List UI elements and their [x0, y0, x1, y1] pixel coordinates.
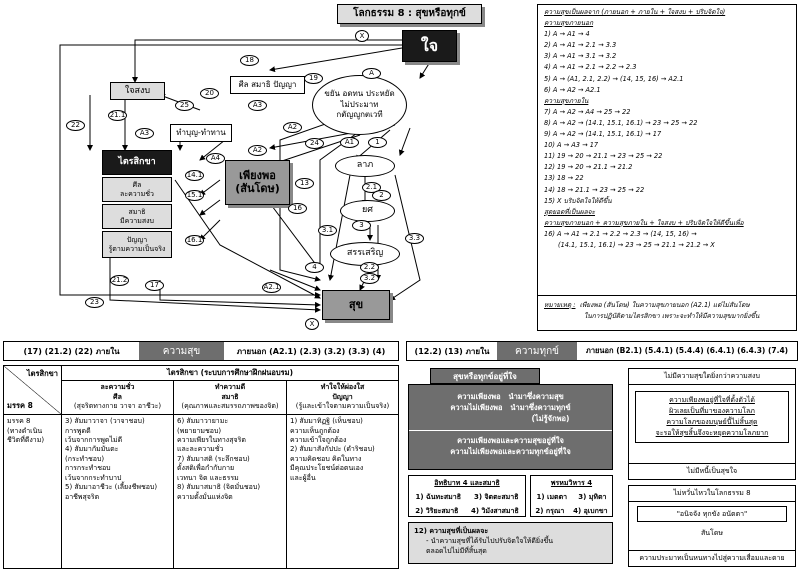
diagram-step-label: A3 [248, 100, 267, 111]
diagram-step-label: 21.2 [110, 275, 129, 286]
note: หมายเหตุ : เพียงพอ (สันโดษ) ในความสุขภาย… [544, 301, 760, 320]
diagram-step-label: 19 [304, 73, 323, 84]
diagram-step-label: 2 [372, 190, 391, 201]
diagram-step-label: A2.1 [262, 282, 281, 293]
diagram-step-label: 3.1 [318, 225, 337, 236]
table-row-label: มรรค 8(ทางดำเนินชีวิตที่ดีงาม) [3, 414, 62, 569]
diagram-step-label: 22 [66, 120, 85, 131]
diagram-step-label: 3.3 [405, 233, 424, 244]
table-col-panya: ทำใจให้ผ่องใสปัญญา(รู้และเข้าใจตามความเป… [286, 380, 399, 416]
happiness-bar: (17) (21.2) (22) ภายใน ความสุข ภายนอก (A… [3, 341, 399, 361]
diagram-step-label: A [362, 68, 381, 79]
gain-ellipse: ลาภ [335, 155, 395, 177]
table-cell-panya: 1) สัมมาทิฏฐิ (เห็นชอบ) ความเห็นถูกต้อง … [286, 414, 399, 569]
diagram-step-label: 20 [200, 88, 219, 99]
iddhipada-box: อิทธิบาท 4 และสมาธิ 1) ฉันทะสมาธิ3) จิตต… [408, 475, 526, 517]
suffering-bar: (12.2) (13) ภายใน ความทุกข์ ภายนอก (B2.1… [406, 341, 798, 361]
tri-education-box: ไตรสิกขา [102, 150, 172, 175]
table-corner: ไตรสิกขา มรรค 8 [3, 364, 62, 416]
peace-panel: ไม่มีความสุขใดยิ่งกว่าความสงบ ความเพียงพ… [628, 368, 796, 480]
diagram-step-label: 2.1 [362, 182, 381, 193]
diagram-step-label: 16.1 [185, 235, 204, 246]
tri-education-table: ไตรสิกขา มรรค 8 ไตรสิกขา (ระบบการศึกษาฝึ… [3, 364, 399, 569]
diagram-step-label: A2 [248, 145, 267, 156]
suffering-panel: ความเพียงพอ นำมาซึ่งความสุข ความไม่เพียง… [408, 384, 613, 470]
diagram-step-label: 13 [295, 178, 314, 189]
calm-box: ใจสงบ [110, 82, 165, 100]
diagram-step-label: 4 [305, 262, 324, 273]
diagram-step-label: 3.2 [360, 273, 379, 284]
rank-ellipse: ยศ [340, 200, 395, 222]
table-header: ไตรสิกขา (ระบบการศึกษาฝึกฝนอบรม) [61, 364, 399, 382]
table-col-sila: ละความชั่วศีล(สุจริตทางกาย วาจา อาชีวะ) [61, 380, 174, 416]
diagram-step-label: 18 [240, 55, 259, 66]
diagram-step-label: A4 [206, 153, 225, 164]
diagram-step-label: A3 [135, 128, 154, 139]
table-cell-sila: 3) สัมมาวาจา (วาจาชอบ) การพูดดี เว้นจากก… [61, 414, 174, 569]
diagram-step-label: 21.1 [108, 110, 127, 121]
mind-box: ใจ [402, 30, 457, 62]
table-col-samadhi: ทำความดีสมาธิ(คุณภาพและสมรรถภาพของจิต) [173, 380, 287, 416]
diagram-step-label: 24 [305, 138, 324, 149]
table-cell-samadhi: 6) สัมมาวายามะ (พยายามชอบ) ความเพียรในทา… [173, 414, 287, 569]
sufficient-box: เพียงพอ(สันโดษ) [225, 160, 290, 205]
panya-box: ปัญญารู้ตามความเป็นจริง [102, 231, 172, 258]
sila-box: ศีลละความชั่ว [102, 177, 172, 202]
diagram-step-label: 3 [352, 220, 371, 231]
diagram-step-label: 15.1 [185, 190, 204, 201]
merit-box: ทำบุญ-ทำทาน [170, 124, 232, 142]
diagram-step-label: 17 [145, 280, 164, 291]
legend-panel: ความสุขเป็นผลจาก (ภายนอก + ภายใน + ใจสงบ… [537, 4, 797, 331]
diagram-step-label: 1 [368, 137, 387, 148]
diagram-step-label: 23 [85, 297, 104, 308]
samadhi-box: สมาธิมีความสงบ [102, 204, 172, 229]
worldly-panel: ไม่หวั่นไหวในโลกธรรม 8 "อนิจจัง ทุกขัง อ… [628, 485, 796, 567]
cross-marker-bottom: X [305, 318, 319, 330]
diagram-step-label: A1 [340, 137, 359, 148]
qualities-ellipse: ขยัน อดทน ประหยัดไม่ประมาทกตัญญูกตเวที [312, 75, 407, 135]
suffering-title: สุขหรือทุกข์อยู่ที่ใจ [430, 368, 540, 384]
page-title: โลกธรรม 8 : สุขหรือทุกข์ [337, 4, 482, 24]
happy-box: สุข [322, 290, 390, 320]
cross-marker: X [355, 30, 369, 42]
diagram-step-label: 16 [288, 203, 307, 214]
diagram-step-label: 25 [175, 100, 194, 111]
item12-box: 12) ความสุขที่เป็นผลจะ - นำความสุขที่ได้… [408, 522, 613, 564]
diagram-step-label: 14.1 [185, 170, 204, 181]
diagram-step-label: A2 [283, 122, 302, 133]
sila-samadhi-panya-box: ศีล สมาธิ ปัญญา [230, 76, 305, 94]
diagram-step-label: 2.2 [360, 262, 379, 273]
